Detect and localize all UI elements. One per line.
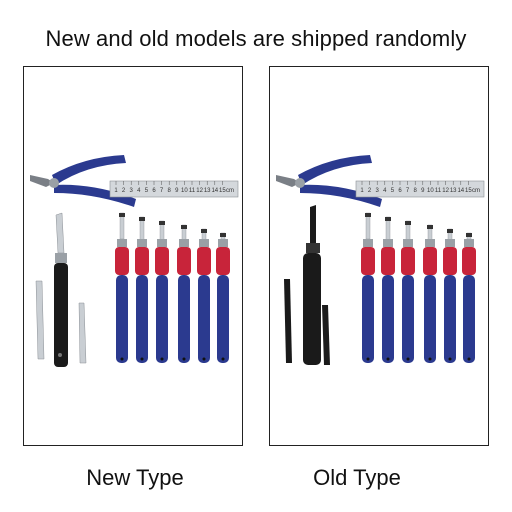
ruler-number: 1: [360, 188, 364, 194]
chisel-set-icon: [361, 212, 476, 363]
ruler-number: 7: [160, 188, 164, 194]
spare-blade-icon: [35, 280, 87, 364]
ruler-number: 6: [398, 188, 402, 194]
ruler-number: 15: [219, 188, 226, 194]
chisel-set-icon: [115, 212, 230, 363]
ruler-unit: cm: [472, 188, 480, 194]
ruler-number: 11: [435, 188, 442, 194]
ruler-number: 3: [130, 188, 134, 194]
ruler-number: 7: [406, 188, 410, 194]
ruler-number: 9: [421, 188, 425, 194]
ruler-number: 9: [175, 188, 179, 194]
ruler-number: 10: [427, 188, 434, 194]
ruler-number: 3: [376, 188, 380, 194]
ruler-number: 8: [168, 188, 172, 194]
hobby-knife-icon: [303, 205, 321, 365]
ruler-number: 6: [152, 188, 156, 194]
ruler-number: 4: [137, 188, 141, 194]
ruler-number: 14: [211, 188, 218, 194]
ruler-number: 2: [368, 188, 372, 194]
hobby-knife-icon: [54, 212, 68, 367]
side-cutter-pliers-icon: [276, 155, 382, 207]
ruler-number: 15: [465, 188, 472, 194]
ruler-number: 4: [383, 188, 387, 194]
ruler-number: 13: [204, 188, 211, 194]
ruler-number: 13: [450, 188, 457, 194]
ruler-number: 10: [181, 188, 188, 194]
ruler-number: 5: [391, 188, 395, 194]
ruler-number: 5: [145, 188, 149, 194]
ruler-number: 12: [196, 188, 203, 194]
ruler-number: 1: [114, 188, 118, 194]
ruler-number: 11: [189, 188, 196, 194]
ruler-number: 12: [442, 188, 449, 194]
headline: New and old models are shipped randomly: [45, 26, 467, 51]
spare-blade-icon: [284, 279, 330, 365]
ruler-number: 8: [414, 188, 418, 194]
side-cutter-pliers-icon: [30, 155, 136, 207]
ruler-number: 14: [457, 188, 464, 194]
ruler-number: 2: [122, 188, 126, 194]
ruler-unit: cm: [226, 188, 234, 194]
caption-new-type: New Type: [86, 465, 184, 490]
caption-old-type: Old Type: [313, 465, 401, 490]
